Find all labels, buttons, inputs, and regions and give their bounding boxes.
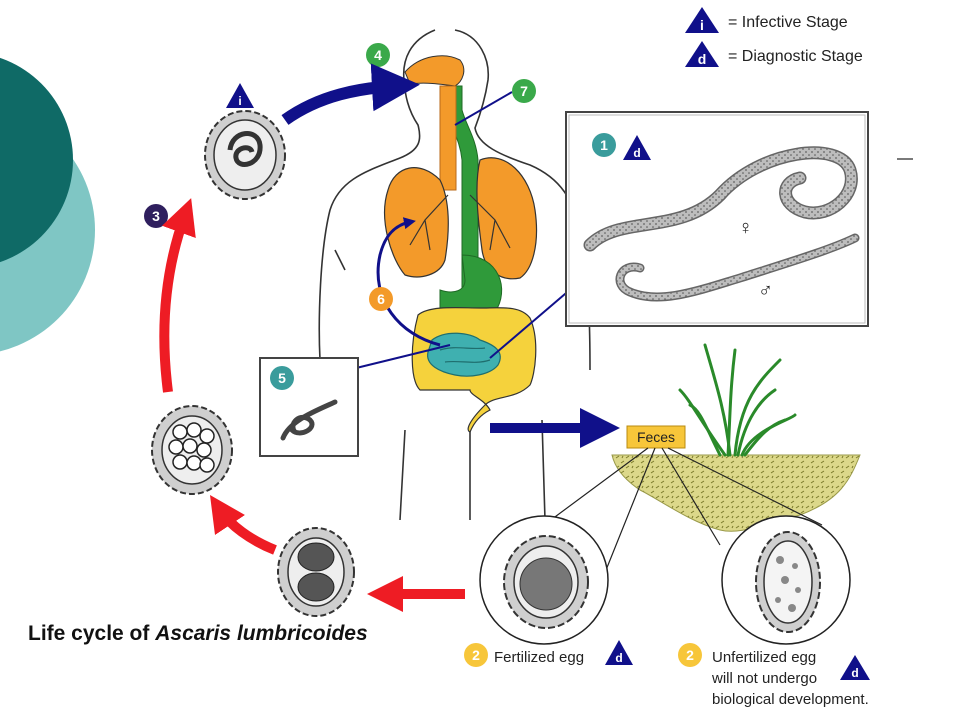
diagnostic-stage-icon: [685, 41, 719, 67]
female-symbol: ♀: [738, 217, 753, 239]
step-6-number: 6: [377, 291, 385, 307]
feces-label-box: [626, 425, 686, 449]
step-4-number: 4: [374, 47, 382, 63]
step-1-badge: [592, 133, 616, 157]
unfertilized-diagnostic-symbol: d: [851, 666, 858, 680]
step-5-number: 5: [278, 370, 286, 386]
feces-label: Feces: [637, 429, 675, 445]
decor-circle-dark: [0, 57, 73, 263]
migration-arrow-lungs: [376, 217, 441, 347]
nasal-oral-cavity: [404, 55, 465, 87]
arrow-two-cell-to-morula: [210, 495, 277, 555]
embryonated-egg: [204, 110, 286, 200]
small-intestine: [427, 332, 501, 377]
fertilized-egg-label: Fertilized egg: [494, 649, 584, 666]
trachea: [439, 85, 457, 191]
pointer-1: [489, 287, 573, 359]
soil: [611, 454, 861, 532]
unfertilized-label-line2: will not undergo: [711, 670, 817, 687]
pointer-5: [347, 344, 451, 371]
step-7-badge: [512, 79, 536, 103]
infective-stage-icon: [685, 7, 719, 33]
caption-species: Ascaris lumbricoides: [155, 622, 368, 645]
two-cell-egg: [277, 527, 355, 617]
unfertilized-diagnostic-icon: [840, 655, 870, 680]
infective-symbol: i: [700, 17, 704, 33]
step-2-badge-fertilized: [464, 643, 488, 667]
grass: [678, 343, 797, 457]
step-1-diagnostic-icon: [623, 135, 651, 160]
step-3-number: 3: [152, 208, 160, 224]
step-1-number: 1: [600, 137, 608, 153]
unfertilized-label-line3: biological development.: [712, 691, 869, 708]
infective-stage-label: = Infective Stage: [728, 14, 848, 31]
left-lung: [384, 167, 449, 278]
step-3-infective-icon: [226, 83, 254, 108]
fertilized-diagnostic-symbol: d: [615, 651, 622, 665]
step-6-badge: [369, 287, 393, 311]
diagnostic-symbol: d: [698, 51, 707, 67]
step-7-number: 7: [520, 83, 528, 99]
larva: [280, 399, 338, 441]
step-2-number-fertilized: 2: [472, 647, 480, 663]
arrow-morula-to-embryonated: [159, 198, 196, 393]
step-4-badge: [366, 43, 390, 67]
step-5-badge: [270, 366, 294, 390]
bronchi: [409, 194, 511, 251]
slide-caption: Life cycle of Ascaris lumbricoides: [28, 622, 368, 646]
fertilized-diagnostic-icon: [605, 640, 633, 665]
unfertilized-label-line1: Unfertilized egg: [712, 649, 816, 666]
caption-prefix: Life cycle of: [28, 622, 156, 645]
male-symbol: ♂: [758, 280, 773, 302]
unfertilized-egg: [721, 515, 851, 645]
pointer-7: [454, 91, 513, 126]
feces-pointer-lines: [539, 447, 823, 586]
diagnostic-stage-label: = Diagnostic Stage: [728, 48, 863, 65]
step-3-infective-symbol: i: [238, 94, 241, 108]
fertilized-egg: [479, 515, 609, 645]
step-2-badge-unfertilized: [678, 643, 702, 667]
right-lung: [476, 157, 538, 280]
arrow-to-mouth: [281, 63, 420, 125]
step-2-number-unfertilized: 2: [686, 647, 694, 663]
multicell-egg: [151, 405, 233, 495]
step-1-diagnostic-symbol: d: [633, 146, 640, 160]
legend: i = Infective Stage d = Diagnostic Stage: [685, 7, 863, 67]
small-intestine-loops: [439, 347, 491, 363]
